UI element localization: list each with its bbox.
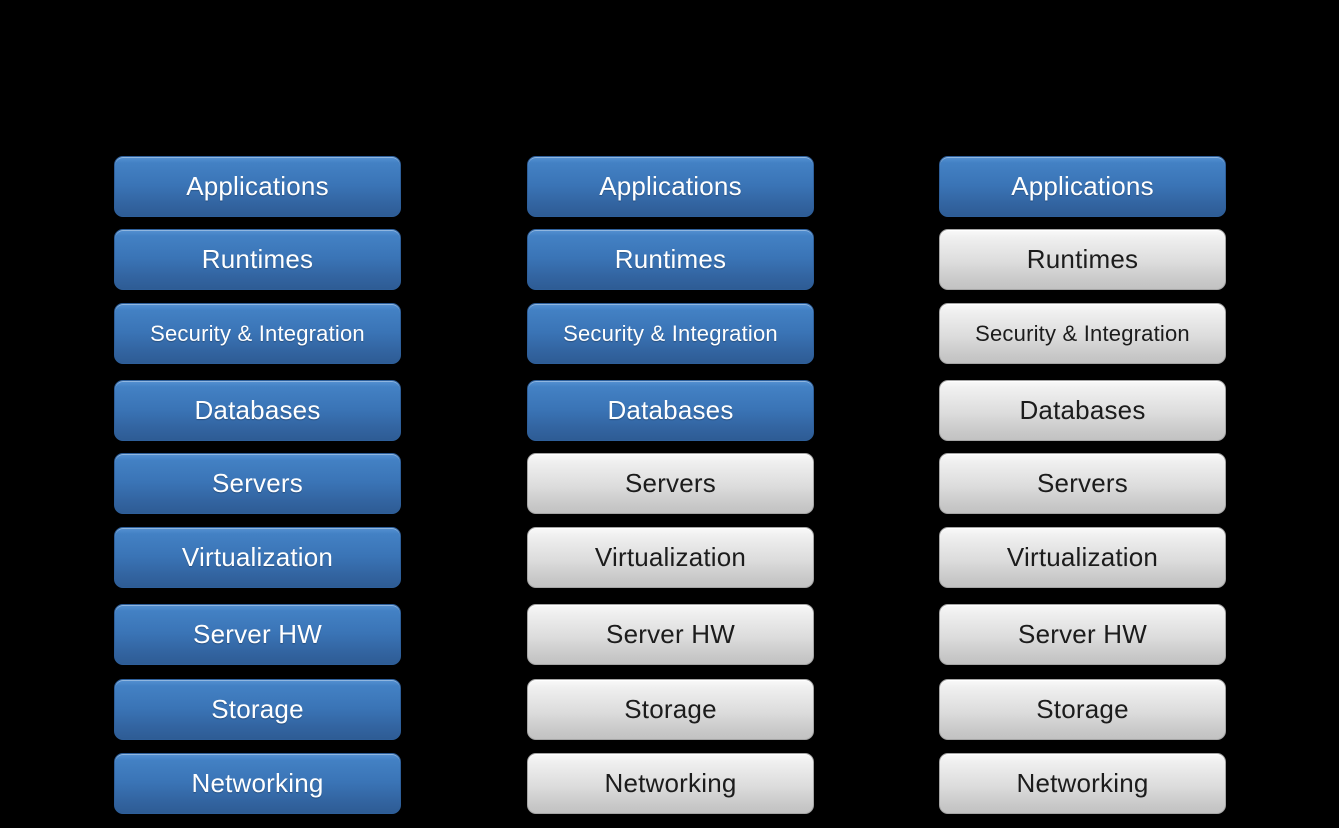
col1-box-runtimes: Runtimes [114, 229, 401, 290]
stack-column-1: Applications Runtimes Security & Integra… [114, 156, 401, 815]
col1-box-applications: Applications [114, 156, 401, 217]
stack-column-2: Applications Runtimes Security & Integra… [527, 156, 814, 815]
col3-box-runtimes: Runtimes [939, 229, 1226, 290]
col2-box-runtimes: Runtimes [527, 229, 814, 290]
col3-box-server-hw: Server HW [939, 604, 1226, 665]
col1-box-security-integration: Security & Integration [114, 303, 401, 364]
col1-box-servers: Servers [114, 453, 401, 514]
col3-box-storage: Storage [939, 679, 1226, 740]
col2-box-storage: Storage [527, 679, 814, 740]
col2-box-virtualization: Virtualization [527, 527, 814, 588]
col2-box-networking: Networking [527, 753, 814, 814]
col3-box-networking: Networking [939, 753, 1226, 814]
col3-box-databases: Databases [939, 380, 1226, 441]
stack-column-3: Applications Runtimes Security & Integra… [939, 156, 1226, 815]
col1-box-databases: Databases [114, 380, 401, 441]
col1-box-networking: Networking [114, 753, 401, 814]
col1-box-storage: Storage [114, 679, 401, 740]
col2-box-servers: Servers [527, 453, 814, 514]
col3-box-security-integration: Security & Integration [939, 303, 1226, 364]
col2-box-applications: Applications [527, 156, 814, 217]
col3-box-servers: Servers [939, 453, 1226, 514]
col3-box-virtualization: Virtualization [939, 527, 1226, 588]
col1-box-virtualization: Virtualization [114, 527, 401, 588]
col2-box-server-hw: Server HW [527, 604, 814, 665]
col3-box-applications: Applications [939, 156, 1226, 217]
col2-box-databases: Databases [527, 380, 814, 441]
col1-box-server-hw: Server HW [114, 604, 401, 665]
col2-box-security-integration: Security & Integration [527, 303, 814, 364]
